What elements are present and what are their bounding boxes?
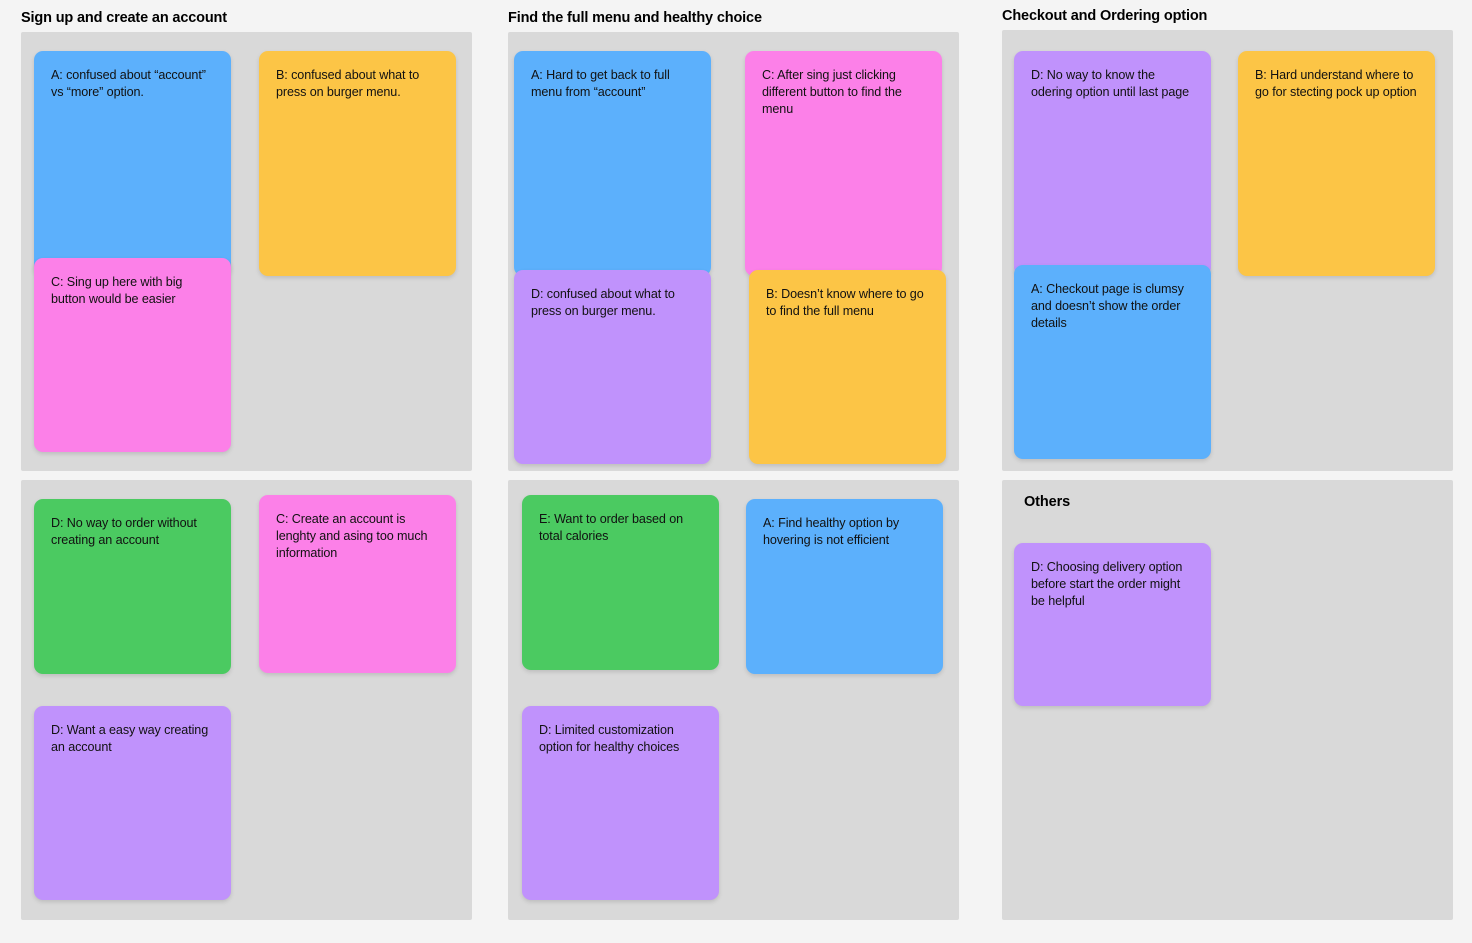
group-panel-menu-primary: A: Hard to get back to full menu from “a… xyxy=(508,32,959,471)
sticky-note[interactable]: A: confused about “account” vs “more” op… xyxy=(34,51,231,276)
sticky-note-text: D: Want a easy way creating an account xyxy=(51,723,209,755)
group-panel-title-others: Others xyxy=(1024,494,1071,510)
sticky-note[interactable]: D: Limited customization option for heal… xyxy=(522,706,719,900)
sticky-note-text: C: Create an account is lenghty and asin… xyxy=(276,512,428,561)
sticky-note[interactable]: D: Want a easy way creating an account xyxy=(34,706,231,900)
sticky-note[interactable]: A: Hard to get back to full menu from “a… xyxy=(514,51,711,276)
group-panel-menu-secondary: E: Want to order based on total calories… xyxy=(508,480,959,920)
sticky-note[interactable]: C: Create an account is lenghty and asin… xyxy=(259,495,456,673)
sticky-note[interactable]: B: Hard understand where to go for stect… xyxy=(1238,51,1435,276)
sticky-note-text: B: Hard understand where to go for stect… xyxy=(1255,68,1417,100)
sticky-note-text: D: confused about what to press on burge… xyxy=(531,287,675,319)
sticky-note[interactable]: B: confused about what to press on burge… xyxy=(259,51,456,276)
sticky-note-text: A: Find healthy option by hovering is no… xyxy=(763,516,900,548)
group-panel-checkout-primary: D: No way to know the odering option unt… xyxy=(1002,30,1453,471)
sticky-note-text: D: No way to order without creating an a… xyxy=(51,516,197,548)
group-panel-signup-primary: A: confused about “account” vs “more” op… xyxy=(21,32,472,471)
sticky-note[interactable]: C: After sing just clicking different bu… xyxy=(745,51,942,276)
column-title-checkout: Checkout and Ordering option xyxy=(1002,8,1208,24)
sticky-note-text: A: Hard to get back to full menu from “a… xyxy=(531,68,670,100)
sticky-note-text: C: Sing up here with big button would be… xyxy=(51,275,183,307)
column-title-signup: Sign up and create an account xyxy=(21,10,227,26)
column-title-full-menu: Find the full menu and healthy choice xyxy=(508,10,762,26)
sticky-note[interactable]: A: Checkout page is clumsy and doesn’t s… xyxy=(1014,265,1211,459)
sticky-note-text: A: confused about “account” vs “more” op… xyxy=(51,68,206,100)
sticky-note-text: E: Want to order based on total calories xyxy=(539,512,684,544)
group-panel-others: Others D: Choosing delivery option befor… xyxy=(1002,480,1453,920)
sticky-note-text: D: Limited customization option for heal… xyxy=(539,723,680,755)
sticky-note[interactable]: D: No way to order without creating an a… xyxy=(34,499,231,674)
sticky-note[interactable]: D: Choosing delivery option before start… xyxy=(1014,543,1211,706)
sticky-note[interactable]: B: Doesn’t know where to go to find the … xyxy=(749,270,946,464)
sticky-note-text: A: Checkout page is clumsy and doesn’t s… xyxy=(1031,282,1184,331)
sticky-note[interactable]: C: Sing up here with big button would be… xyxy=(34,258,231,452)
sticky-note[interactable]: D: confused about what to press on burge… xyxy=(514,270,711,464)
sticky-note[interactable]: A: Find healthy option by hovering is no… xyxy=(746,499,943,674)
sticky-note-text: B: Doesn’t know where to go to find the … xyxy=(766,287,924,319)
sticky-note-text: C: After sing just clicking different bu… xyxy=(762,68,902,117)
sticky-note-text: B: confused about what to press on burge… xyxy=(276,68,420,100)
sticky-note-text: D: Choosing delivery option before start… xyxy=(1031,560,1183,609)
group-panel-signup-secondary: D: No way to order without creating an a… xyxy=(21,480,472,920)
sticky-note-text: D: No way to know the odering option unt… xyxy=(1031,68,1190,100)
sticky-note[interactable]: E: Want to order based on total calories xyxy=(522,495,719,670)
sticky-note[interactable]: D: No way to know the odering option unt… xyxy=(1014,51,1211,276)
